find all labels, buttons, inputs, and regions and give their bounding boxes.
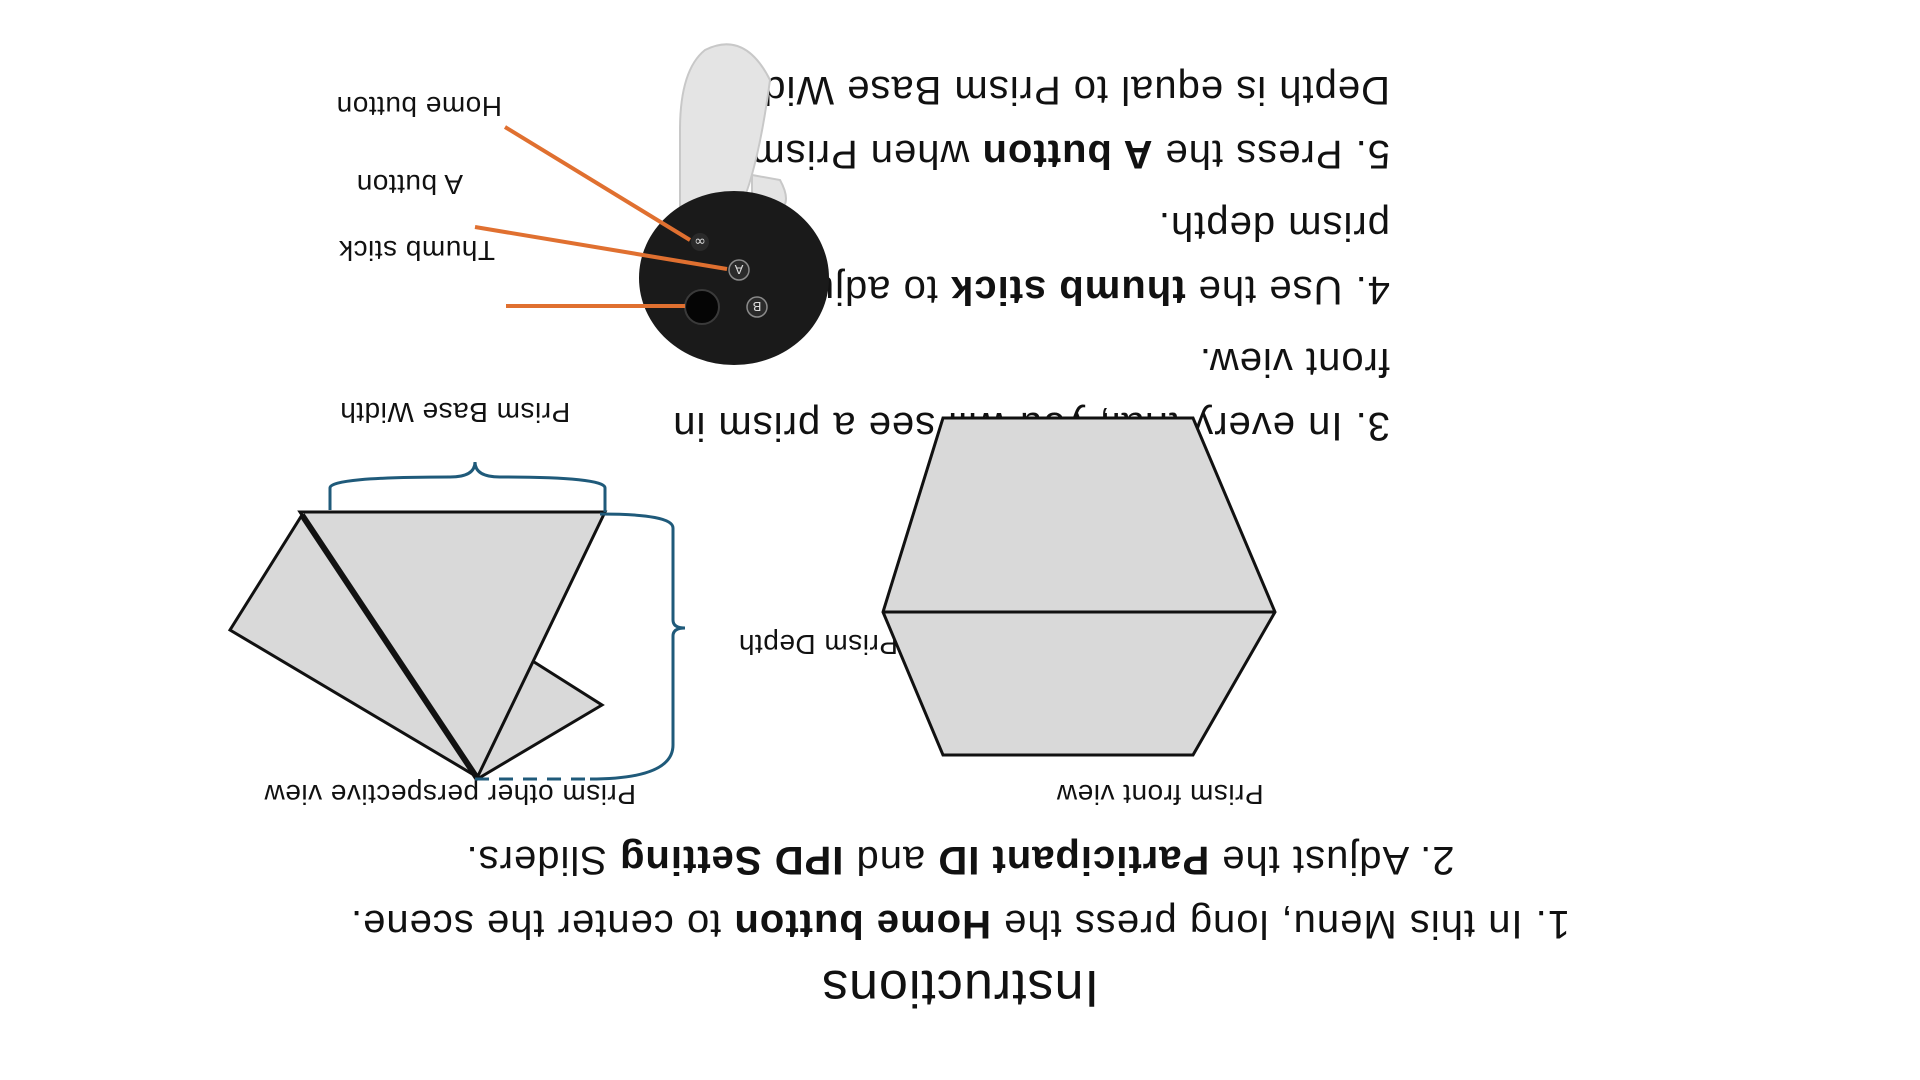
b-button [746,296,768,318]
prism-front-edge [299,513,480,780]
a-button-callout-line [474,225,728,271]
controller-image [639,43,829,365]
home-button [691,233,709,251]
prism-depth-bracket [589,512,686,781]
a-button-glyph: A [734,262,743,277]
home-button-callout-line [503,125,692,242]
home-button-glyph: ∞ [694,233,706,249]
prism-base-width-bracket [328,461,607,512]
thumb-stick [684,289,720,325]
prism-front-view [881,416,1277,757]
a-button [728,259,750,281]
b-button-glyph: B [753,299,762,314]
